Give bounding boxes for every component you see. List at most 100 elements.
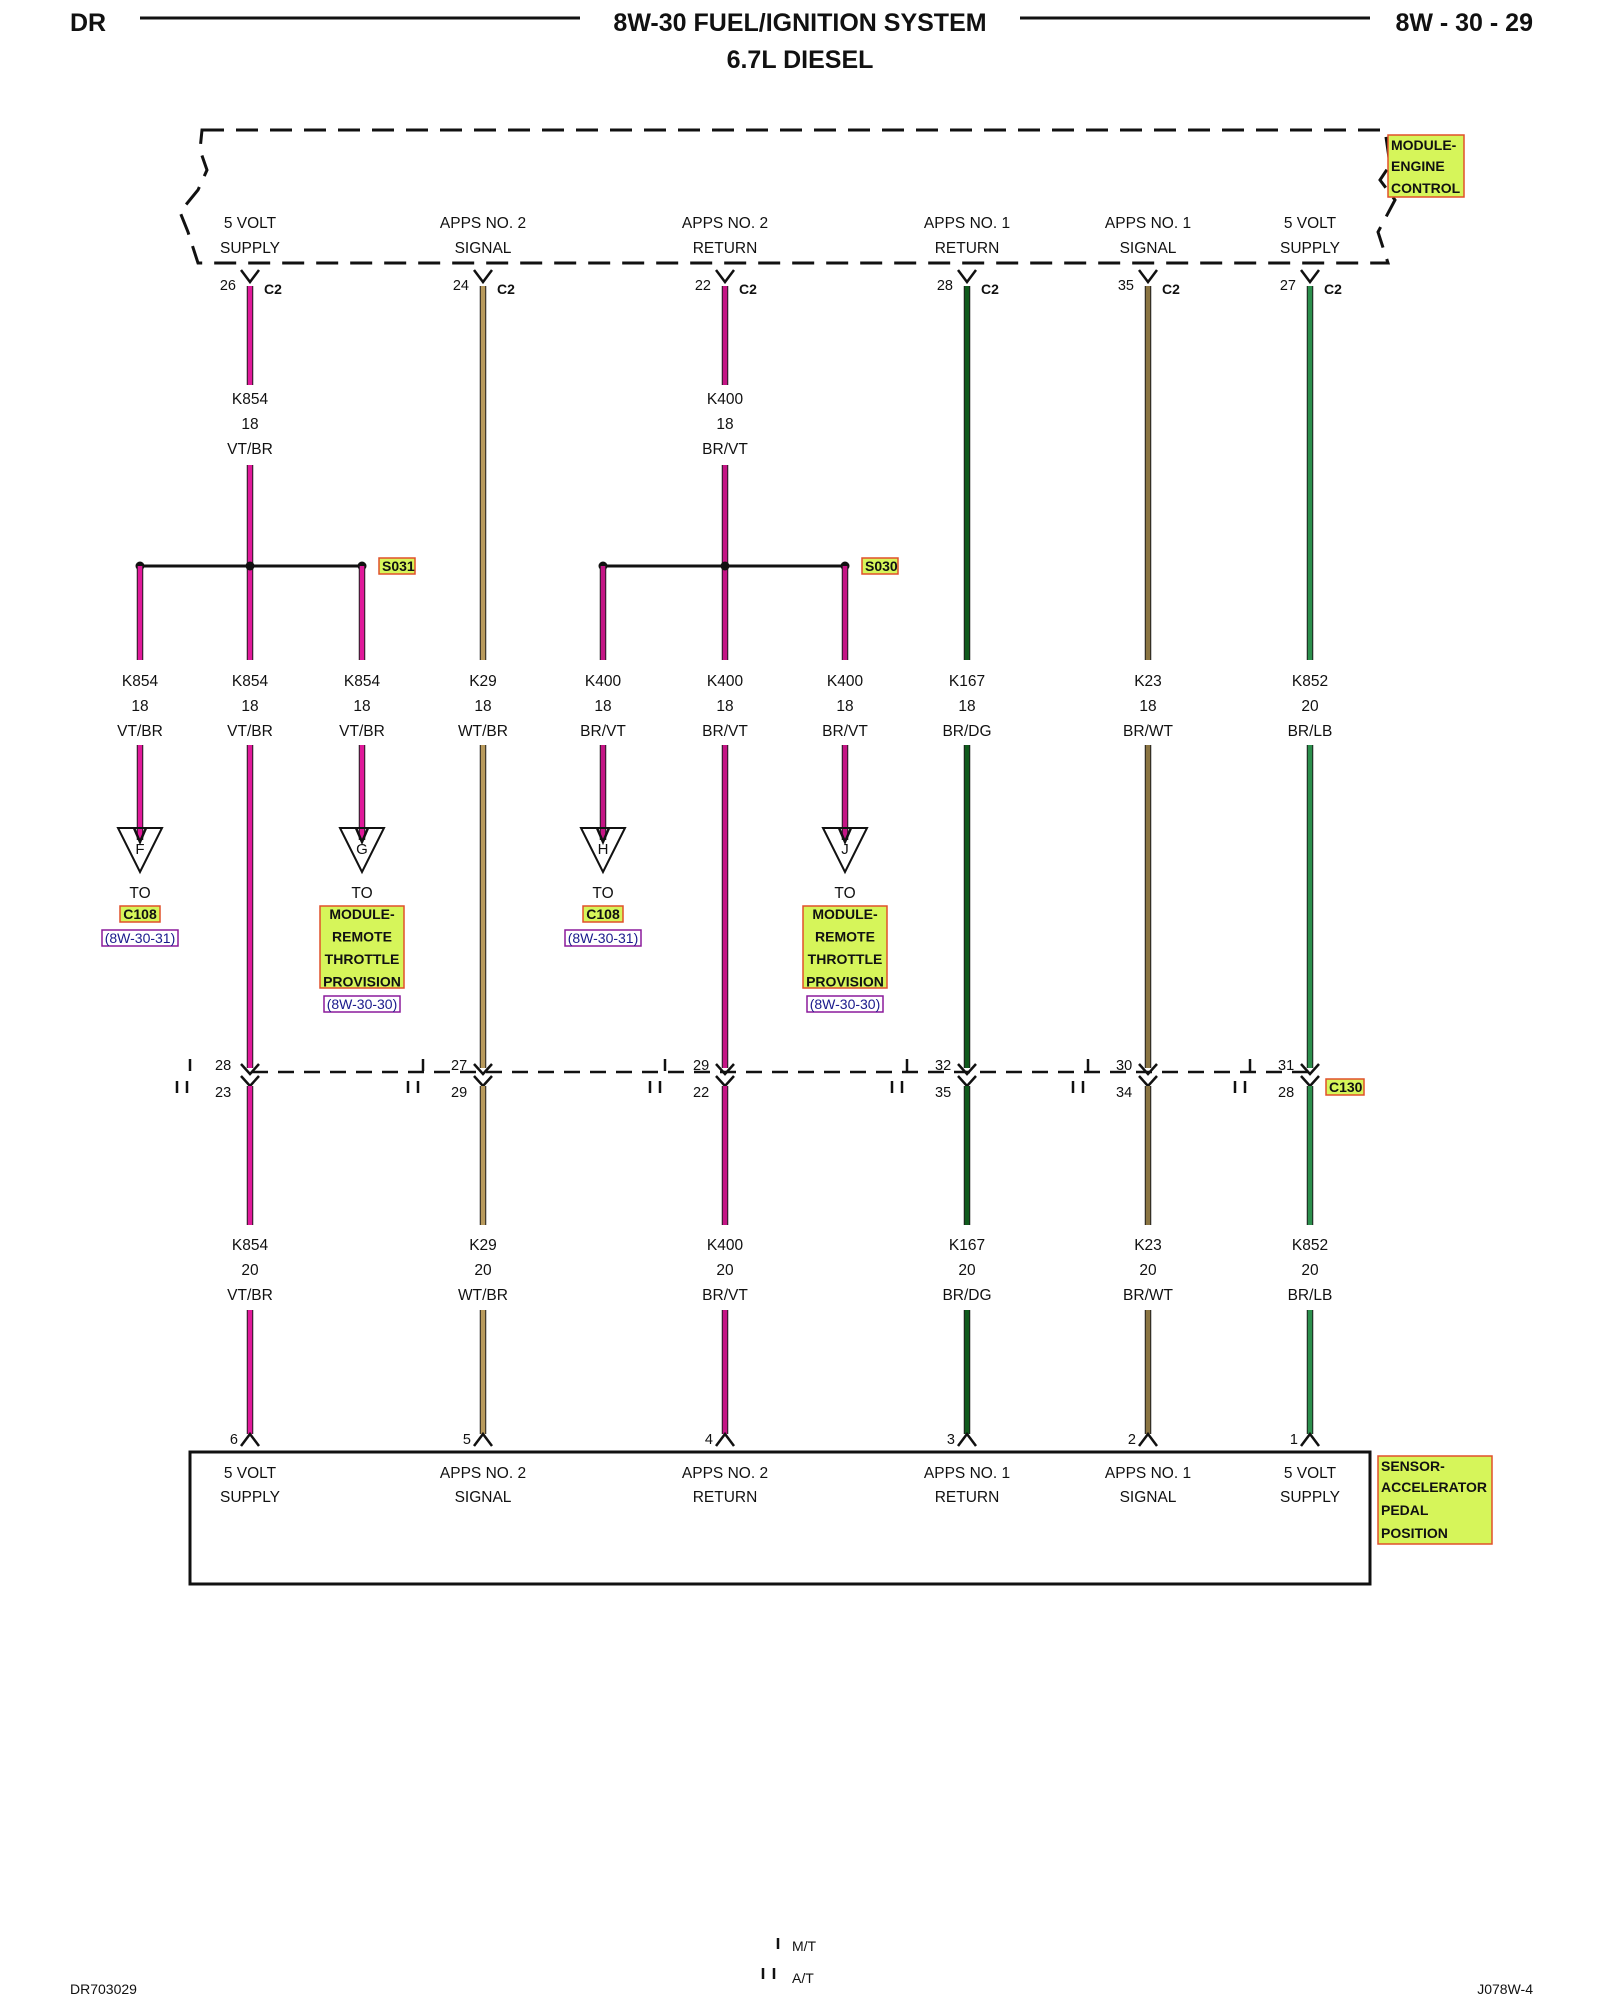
page-reference: (8W-30-31) [105,930,176,946]
off-page-connector-symbol [338,827,386,875]
wire-circuit-code: K29 [469,673,497,690]
ecm-pin-function: SIGNAL [1120,240,1177,257]
wire-gauge: 18 [474,698,491,715]
wire-circuit-code: K400 [827,673,864,690]
sensor-pin-number: 3 [947,1432,955,1448]
destination-tag-box [119,905,161,923]
c130-cavity-automatic: 28 [1278,1085,1294,1101]
legend-automatic-label: A/T [792,1970,814,1986]
wire-gauge: 20 [474,1262,492,1279]
wire-gauge: 18 [241,416,258,433]
off-page-connector-symbol [821,827,869,875]
sensor-pin-number: 2 [1128,1432,1136,1448]
sensor-pin-number: 4 [705,1432,713,1448]
splice-label: S031 [382,558,415,574]
splice-junction-dot [245,561,255,571]
wire-color-code: BR/LB [1288,723,1333,740]
ecm-pin-function: APPS NO. 1 [924,215,1010,232]
sensor-name-line: PEDAL [1381,1502,1429,1518]
destination-name-line: C108 [586,906,620,922]
destination-name-line: MODULE- [812,906,878,922]
ecm-connector-label: C2 [1162,281,1180,297]
ecm-pin-function: 5 VOLT [1284,215,1337,232]
wire-circuit-code: K852 [1292,1237,1328,1254]
c130-pin-symbol [715,1063,735,1076]
wire-color-code: VT/BR [227,441,273,458]
sensor-pin-function: 5 VOLT [224,1465,277,1482]
ecm-connector-label: C2 [1324,281,1342,297]
destination-name-line: C108 [123,906,157,922]
ecm-pin-number: 27 [1280,278,1296,294]
wire-circuit-code: K400 [585,673,622,690]
sensor-pin-function: APPS NO. 2 [440,1465,526,1482]
wire-color-code: BR/VT [702,723,748,740]
splice-label: S030 [865,558,898,574]
header-page-number: 8W - 30 - 29 [1395,9,1533,37]
wire-gauge: 18 [241,698,258,715]
wire-color-code: WT/BR [458,723,508,740]
ecm-pin-symbol [1300,269,1320,285]
off-page-connector-letter: H [598,841,609,858]
branch-arrow [354,827,370,846]
sensor-pin-function: SUPPLY [220,1489,280,1506]
wire-circuit-code: K854 [232,391,269,408]
wire-circuit-code: K400 [707,673,744,690]
destination-name-line: THROTTLE [325,951,400,967]
ecm-pin-symbol [715,269,735,285]
ecm-pin-function: RETURN [935,240,1000,257]
wire-color-code: BR/DG [942,1287,991,1304]
wire-circuit-code: K167 [949,1237,985,1254]
wire-color-code: BR/VT [702,1287,748,1304]
destination-name-line: THROTTLE [808,951,883,967]
branch-j: K40018BR/VTJTOMODULE-REMOTETHROTTLEPROVI… [802,566,888,1013]
wire-gauge: 18 [594,698,611,715]
ecm-pin-function: RETURN [693,240,758,257]
splice-junction-dot [720,561,730,571]
destination-name-line: PROVISION [806,974,884,990]
c130-label: C130 [1329,1079,1363,1095]
ecm-pin-function: APPS NO. 1 [1105,215,1191,232]
wire-gauge: 18 [958,698,975,715]
ecm-connector-label: C2 [264,281,282,297]
c130-cavity-manual: 27 [451,1058,467,1074]
sensor-pin-function: 5 VOLT [1284,1465,1337,1482]
sensor-name-line: POSITION [1381,1525,1448,1541]
wire-color-code: WT/BR [458,1287,508,1304]
sensor-name-line: SENSOR- [1381,1458,1445,1474]
wire-color-code: BR/VT [702,441,748,458]
wire-color-code: BR/DG [942,723,991,740]
ecm-pin-function: SUPPLY [1280,240,1340,257]
ecm-name-line: MODULE- [1391,137,1457,153]
wire-gauge: 18 [131,698,148,715]
wire-color-code: VT/BR [339,723,385,740]
c130-pin-symbol [1300,1063,1320,1076]
sensor-pin-symbol [473,1431,493,1447]
wire-gauge: 18 [716,416,733,433]
sensor-pin-symbol [957,1431,977,1447]
c130-cavity-manual: 29 [693,1058,709,1074]
wire-circuit-code: K23 [1134,673,1162,690]
page-reference-box [806,995,884,1013]
ecm-name-tag: MODULE- ENGINE CONTROL [1387,134,1465,198]
wire-color-code: BR/VT [580,723,626,740]
wire-gauge: 18 [353,698,370,715]
destination-to: TO [351,885,372,902]
ecm-pin-number: 28 [937,278,953,294]
sensor-pin-function: APPS NO. 2 [682,1465,768,1482]
destination-to: TO [834,885,855,902]
page-reference-box [101,929,179,947]
sensor-name-line: ACCELERATOR [1381,1479,1487,1495]
c130-cavity-automatic: 29 [451,1085,467,1101]
page-header: DR 8W-30 FUEL/IGNITION SYSTEM 8W - 30 - … [70,9,1533,74]
legend: M/T A/T [761,1938,817,1986]
wire-gauge: 20 [1301,698,1319,715]
wire-circuit-code: K400 [707,1237,744,1254]
destination-tag-box [319,905,405,989]
destination-tag-box [582,905,624,923]
